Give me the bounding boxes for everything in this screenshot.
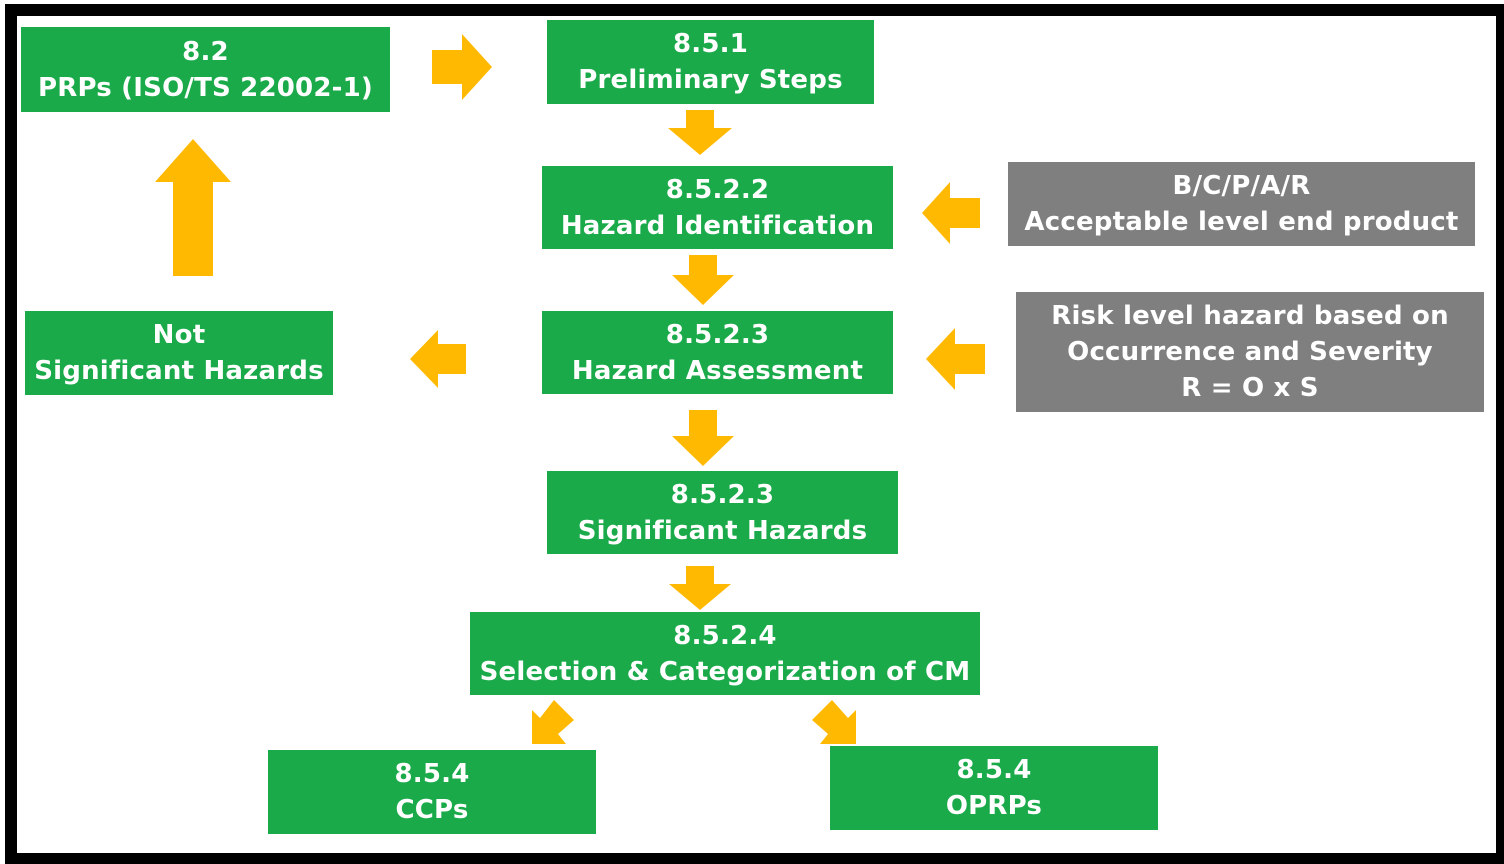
box-oprps-number: 8.5.4 [956, 755, 1032, 785]
box-prps-title: PRPs (ISO/TS 22002-1) [37, 72, 373, 103]
box-ccps-title: CCPs [395, 795, 469, 825]
box-not-significant-line2: Significant Hazards [34, 356, 324, 386]
box-hazard-identification: 8.5.2.2 Hazard Identification [542, 166, 893, 249]
box-prps-number: 8.2 [182, 36, 229, 67]
box-prps: 8.2 PRPs (ISO/TS 22002-1) [21, 27, 390, 112]
box-risk-line1: Risk level hazard based on [1051, 301, 1449, 331]
box-acceptable-line2: Acceptable level end product [1024, 207, 1459, 237]
box-hazard-assessment: 8.5.2.3 Hazard Assessment [542, 311, 893, 394]
box-ccps: 8.5.4 CCPs [268, 750, 596, 834]
box-preliminary-steps: 8.5.1 Preliminary Steps [547, 20, 874, 104]
box-selection-number: 8.5.2.4 [673, 620, 777, 651]
box-identification-title: Hazard Identification [560, 210, 875, 241]
box-significant-title: Significant Hazards [577, 515, 868, 546]
box-significant-number: 8.5.2.3 [670, 479, 775, 510]
box-significant-hazards: 8.5.2.3 Significant Hazards [547, 471, 898, 554]
box-selection-title: Selection & Categorization of CM [479, 656, 971, 687]
box-preliminary-number: 8.5.1 [672, 29, 749, 59]
box-assessment-title: Hazard Assessment [571, 355, 864, 386]
box-acceptable-level: B/C/P/A/R Acceptable level end product [1008, 162, 1475, 246]
box-assessment-number: 8.5.2.3 [665, 319, 770, 350]
box-risk-formula: R = O x S [1181, 373, 1319, 403]
box-oprps-title: OPRPs [945, 791, 1043, 821]
box-risk-line2: Occurrence and Severity [1067, 337, 1433, 367]
box-risk-level: Risk level hazard based on Occurrence an… [1016, 292, 1484, 412]
box-ccps-number: 8.5.4 [394, 759, 470, 789]
box-preliminary-title: Preliminary Steps [578, 65, 843, 95]
box-acceptable-line1: B/C/P/A/R [1172, 171, 1311, 201]
box-oprps: 8.5.4 OPRPs [830, 746, 1158, 830]
box-selection-categorization: 8.5.2.4 Selection & Categorization of CM [470, 612, 980, 695]
box-not-significant-hazards: Not Significant Hazards [25, 311, 333, 395]
box-not-significant-line1: Not [152, 320, 206, 350]
diagram-frame [5, 4, 1504, 864]
box-identification-number: 8.5.2.2 [665, 174, 770, 205]
